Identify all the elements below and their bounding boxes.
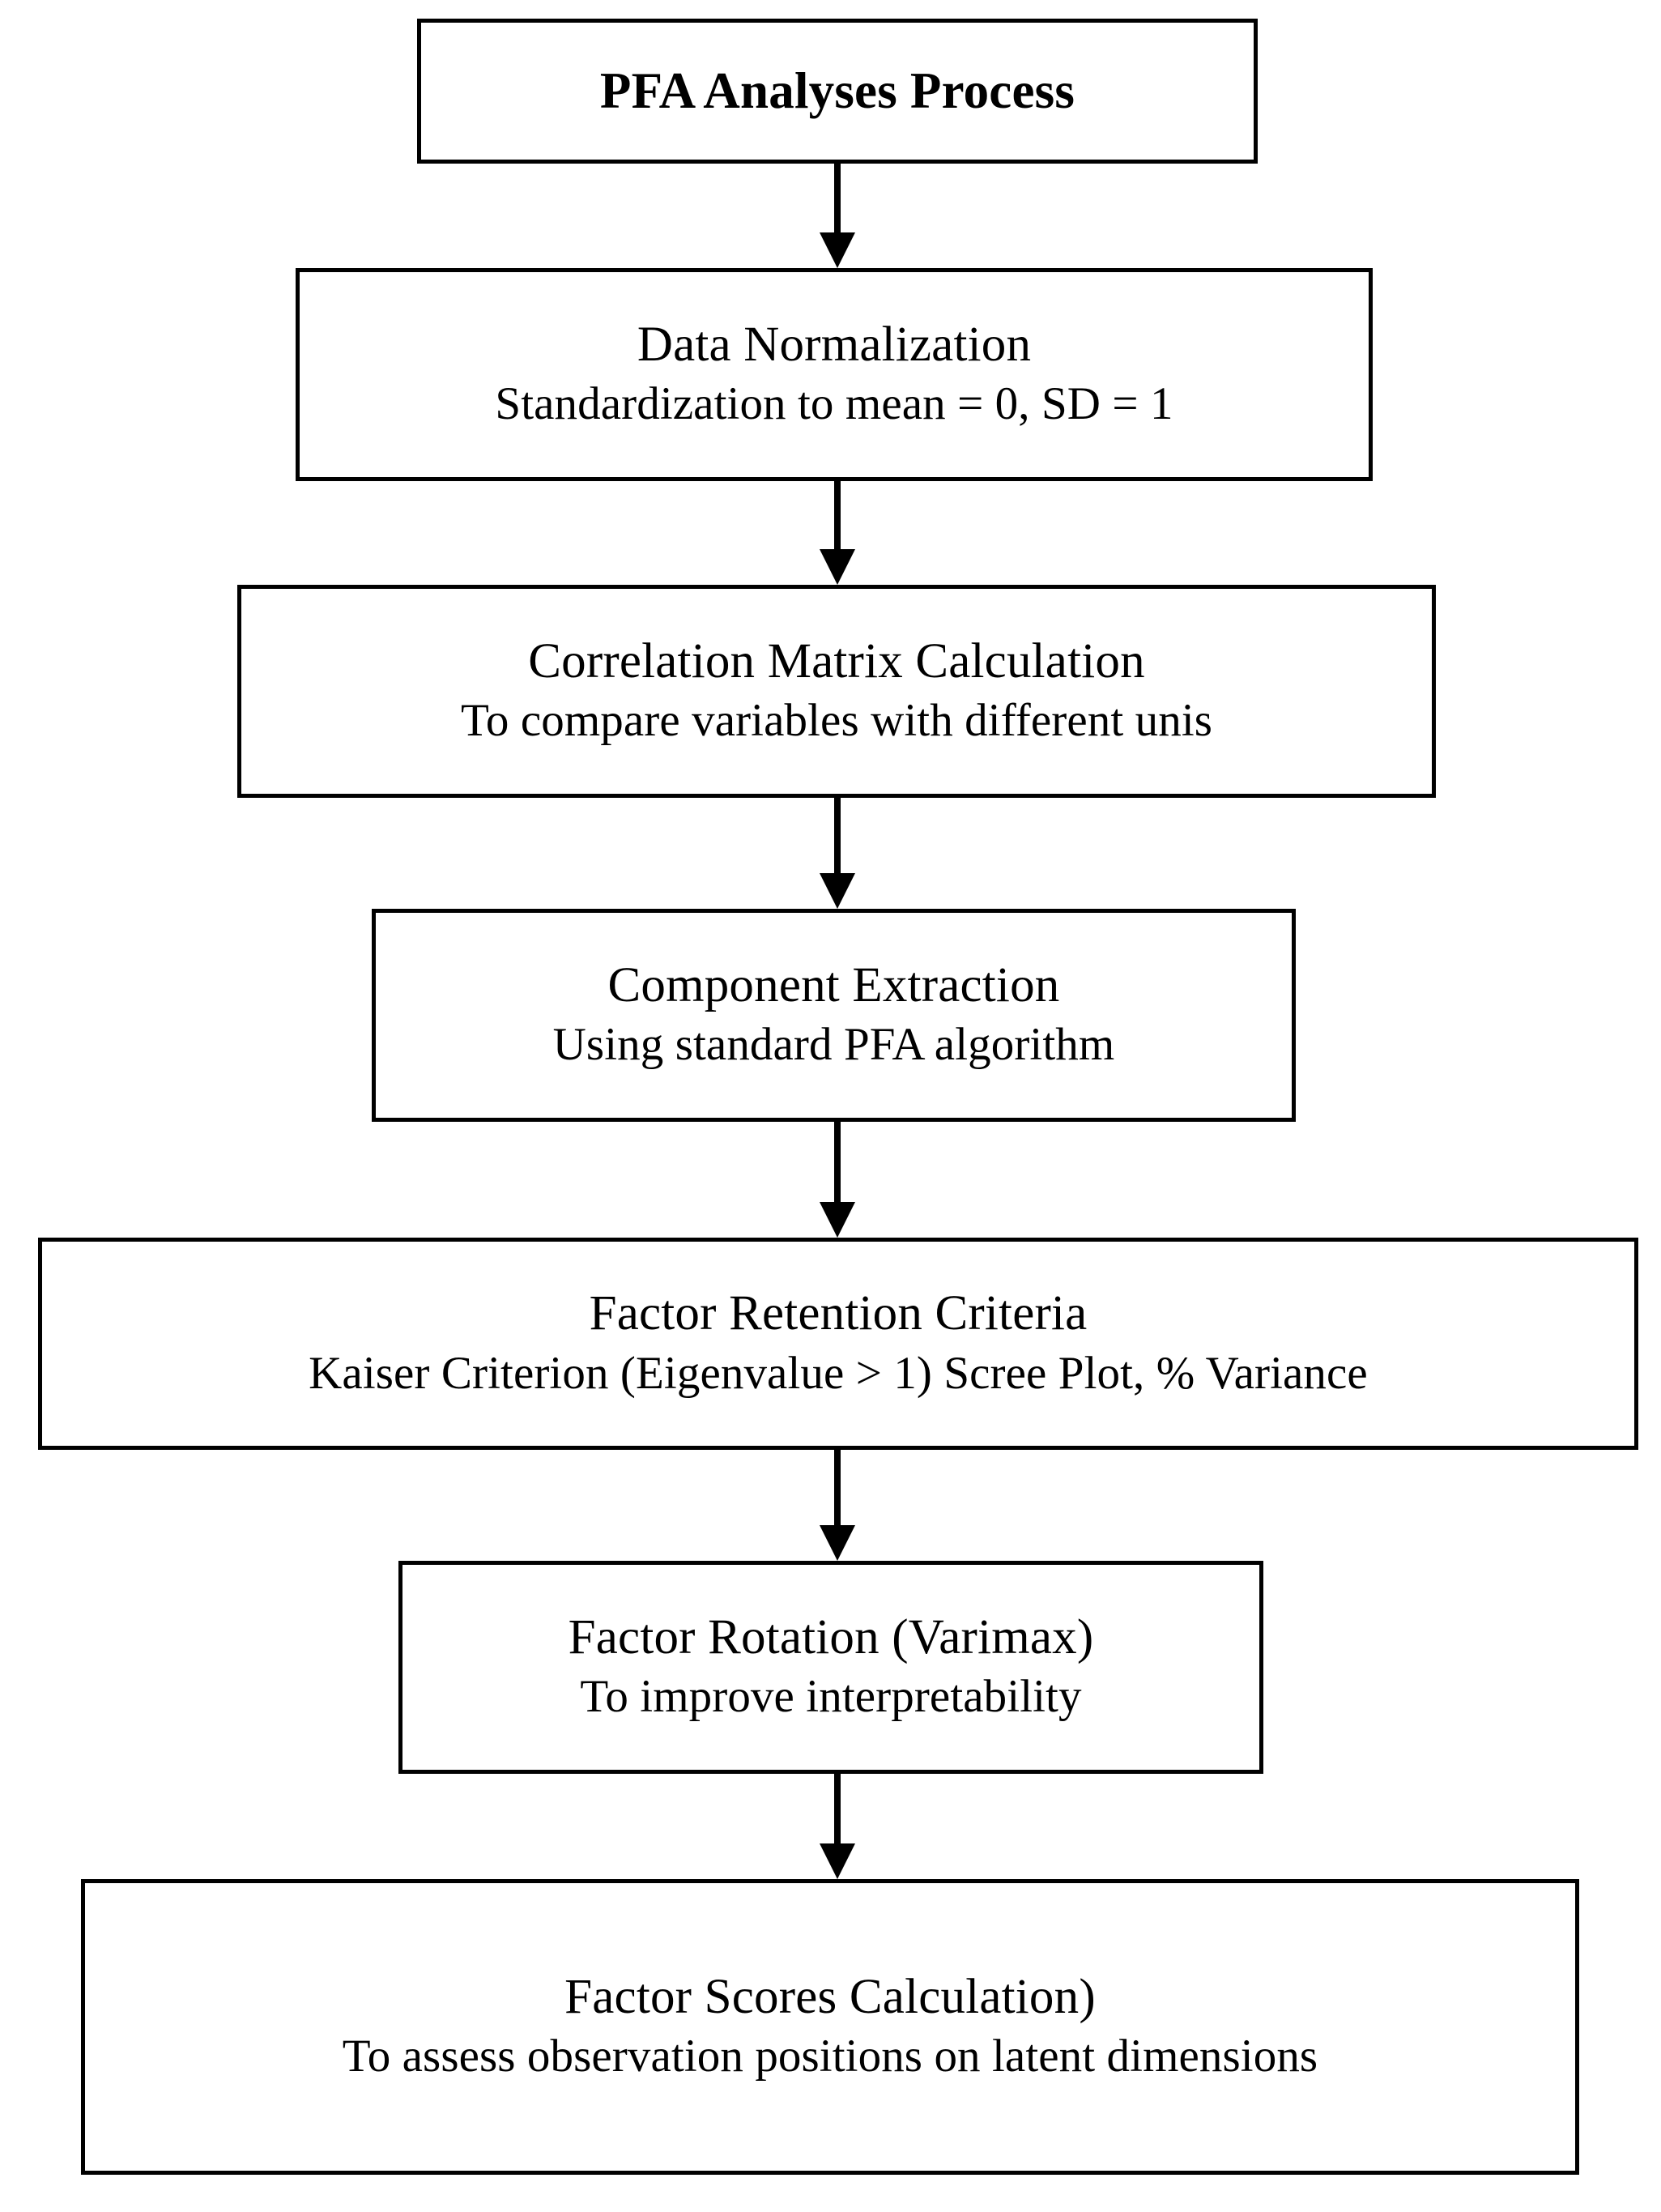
flow-node-title: Factor Rotation (Varimax) bbox=[568, 1609, 1094, 1664]
flow-node-title: PFA Analyses Process bbox=[599, 62, 1075, 120]
flow-node-title: Component Extraction bbox=[607, 957, 1060, 1012]
flow-node-pfa-analyses-process: PFA Analyses Process bbox=[417, 19, 1258, 164]
flow-node-subtitle: Standardization to mean = 0, SD = 1 bbox=[495, 378, 1173, 430]
flow-node-title: Data Normalization bbox=[637, 317, 1032, 372]
flow-node-subtitle: Using standard PFA algorithm bbox=[552, 1019, 1115, 1071]
flow-node-subtitle: To improve interpretability bbox=[580, 1671, 1082, 1723]
flow-node-subtitle: Kaiser Criterion (Eigenvalue > 1) Scree … bbox=[309, 1347, 1368, 1399]
flow-node-correlation-matrix-calculation: Correlation Matrix Calculation To compar… bbox=[237, 585, 1436, 798]
flow-node-title: Factor Retention Criteria bbox=[589, 1286, 1088, 1341]
flow-node-factor-retention-criteria: Factor Retention Criteria Kaiser Criteri… bbox=[38, 1238, 1638, 1450]
flow-node-subtitle: To compare variables with different unis bbox=[460, 695, 1213, 747]
flow-node-data-normalization: Data Normalization Standardization to me… bbox=[296, 268, 1373, 481]
flow-node-title: Factor Scores Calculation) bbox=[564, 1969, 1096, 2024]
flow-node-factor-rotation-varimax: Factor Rotation (Varimax) To improve int… bbox=[398, 1561, 1263, 1774]
flow-node-title: Correlation Matrix Calculation bbox=[528, 633, 1145, 688]
flow-node-factor-scores-calculation: Factor Scores Calculation) To assess obs… bbox=[81, 1879, 1579, 2175]
flow-node-subtitle: To assess observation positions on laten… bbox=[342, 2031, 1318, 2082]
flow-node-component-extraction: Component Extraction Using standard PFA … bbox=[372, 909, 1296, 1122]
